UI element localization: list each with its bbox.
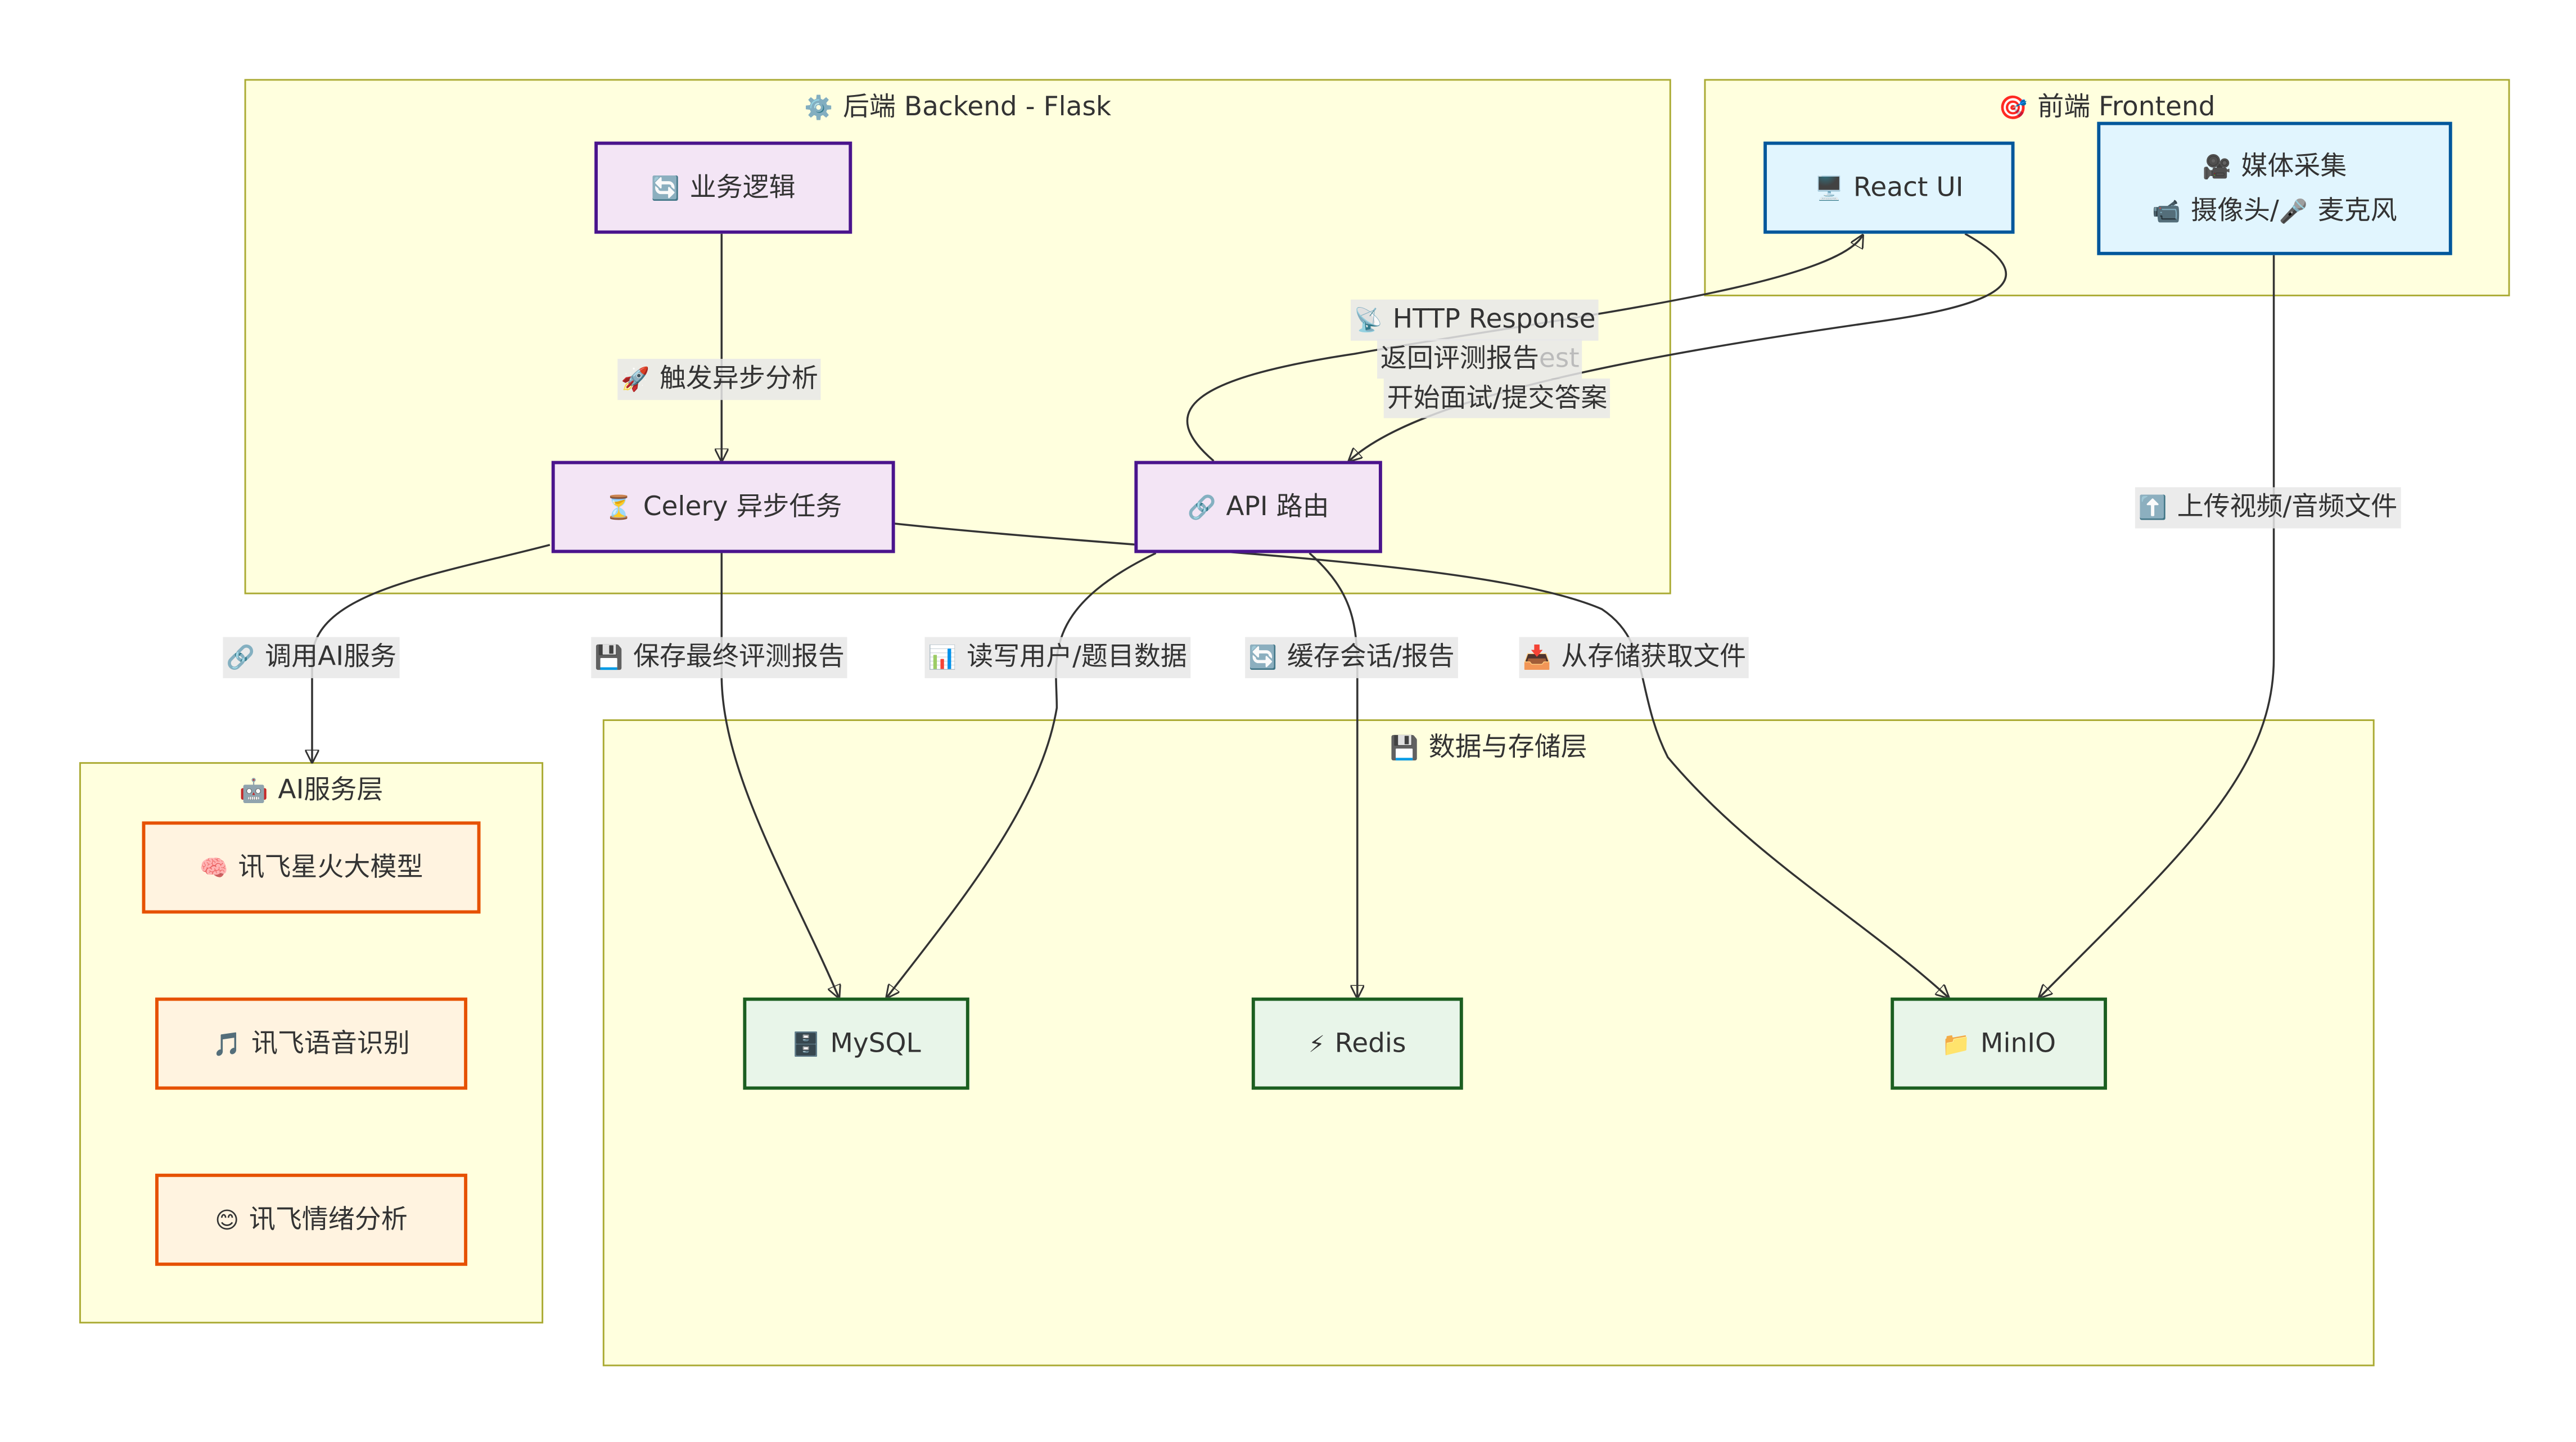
brain-icon: 🧠 <box>199 855 228 882</box>
edge-fetch-storage <box>893 522 1948 998</box>
refresh-icon: 🔄 <box>1248 645 1278 672</box>
node-business-logic: 🔄业务逻辑 <box>594 141 852 234</box>
edge-label-upload-media: ⬆️上传视频/音频文件 <box>2135 487 2401 529</box>
edge-save-report <box>720 553 838 997</box>
node-emotion-analysis: 😊讯飞情绪分析 <box>155 1173 468 1266</box>
node-media-capture: 🎥媒体采集 📹摄像头/🎤麦克风 <box>2097 121 2452 255</box>
node-redis: ⚡Redis <box>1251 997 1463 1090</box>
edge-label-trigger-async: 🚀触发异步分析 <box>617 359 822 400</box>
music-note-icon: 🎵 <box>213 1031 242 1058</box>
node-api-route: 🔗API 路由 <box>1134 461 1382 553</box>
node-react-ui: 🖥️React UI <box>1763 141 2015 234</box>
edge-label-fetch-storage: 📥从存储获取文件 <box>1519 637 1750 678</box>
smile-icon: 😊 <box>215 1207 240 1234</box>
cluster-frontend-title: 🎯前端 Frontend <box>1998 90 2216 122</box>
node-celery: ⏳Celery 异步任务 <box>551 461 895 553</box>
webcam-icon: 📹 <box>2152 198 2181 225</box>
hourglass-icon: ⏳ <box>604 494 634 521</box>
edge-label-return-report: 返回评测报告est <box>1377 339 1583 379</box>
bar-chart-icon: 📊 <box>928 645 957 672</box>
lightning-icon: ⚡ <box>1309 1031 1325 1058</box>
target-icon: 🎯 <box>1998 95 2028 122</box>
node-speech-recognition: 🎵讯飞语音识别 <box>155 997 468 1090</box>
monitor-icon: 🖥️ <box>1815 175 1844 202</box>
edge-label-read-write-data: 📊读写用户/题目数据 <box>924 637 1190 678</box>
refresh-icon: 🔄 <box>651 175 680 202</box>
node-minio: 📁MinIO <box>1891 997 2107 1090</box>
rocket-icon: 🚀 <box>621 367 650 394</box>
cluster-storage-title: 💾数据与存储层 <box>1389 731 1587 763</box>
edge-label-http-response: 📡HTTP Response <box>1351 299 1599 341</box>
link-icon: 🔗 <box>1187 494 1216 521</box>
cluster-ai-title: 🤖AI服务层 <box>239 773 384 805</box>
edge-cache-session <box>1309 552 1357 997</box>
edge-label-cache-session: 🔄缓存会话/报告 <box>1245 637 1458 678</box>
edge-label-call-ai: 🔗调用AI服务 <box>223 637 400 678</box>
cluster-backend-title: ⚙️后端 Backend - Flask <box>804 90 1112 122</box>
gear-icon: ⚙️ <box>804 95 833 122</box>
camera-icon: 🎥 <box>2202 154 2231 181</box>
edge-read-write-data <box>887 552 1157 997</box>
folder-icon: 📁 <box>1942 1031 1971 1058</box>
floppy-disk-icon: 💾 <box>594 645 624 672</box>
satellite-icon: 📡 <box>1354 308 1383 335</box>
edge-label-start-interview: 开始面试/提交答案 <box>1383 378 1611 418</box>
edge-label-save-report: 💾保存最终评测报告 <box>591 637 848 678</box>
node-mysql: 🗄️MySQL <box>743 997 969 1090</box>
floppy-disk-icon: 💾 <box>1389 736 1419 763</box>
edge-upload-media <box>2040 255 2275 998</box>
inbox-download-icon: 📥 <box>1522 645 1551 672</box>
upload-arrow-icon: ⬆️ <box>2138 495 2167 522</box>
robot-icon: 🤖 <box>239 778 268 805</box>
microphone-icon: 🎤 <box>2279 198 2308 225</box>
node-spark-llm: 🧠讯飞星火大模型 <box>142 821 481 914</box>
cabinet-icon: 🗄️ <box>791 1031 820 1058</box>
link-icon: 🔗 <box>226 645 255 672</box>
